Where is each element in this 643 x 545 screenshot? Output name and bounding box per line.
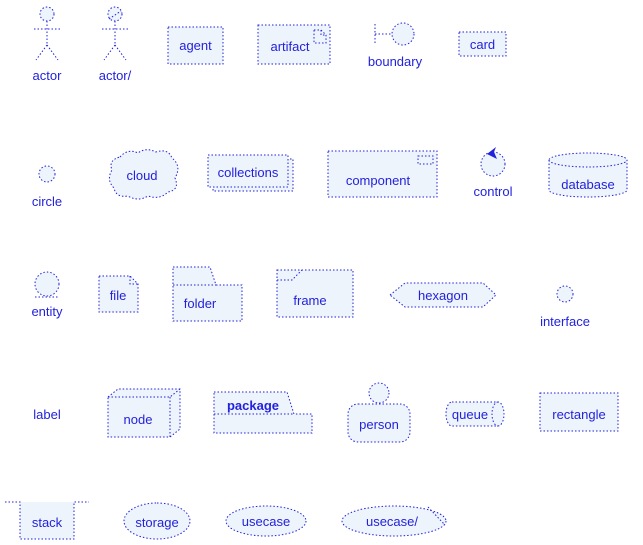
package-label: package [227,398,279,413]
stack-element: stack [5,501,89,540]
label-element: label [33,407,61,422]
usecase-business-element: usecase/ [341,505,447,537]
storage-element: storage [123,502,191,540]
node-label: node [124,412,153,427]
card-label: card [470,37,495,52]
agent-label: agent [179,38,212,53]
artifact-element: artifact [257,24,331,65]
component-element: component [327,150,438,198]
usecase-element: usecase [225,505,307,537]
hexagon-label: hexagon [418,288,468,303]
card-element: card [458,31,507,57]
folder-label: folder [184,296,217,311]
circle-element: circle [32,165,62,209]
file-label: file [110,288,127,303]
component-label: component [346,173,411,188]
collections-element: collections [207,154,294,192]
usecase-label: usecase [242,514,290,529]
cloud-label: cloud [126,168,157,183]
boundary-element: boundary [368,22,423,69]
control-label: control [473,184,512,199]
collections-label: collections [218,165,279,180]
actor-element: actor [33,6,63,83]
interface-label: interface [540,314,590,329]
label-label: label [33,407,61,422]
control-element: control [473,147,513,199]
cloud-element: cloud [108,149,179,200]
actor-business-label: actor/ [99,68,132,83]
artifact-label: artifact [270,39,309,54]
storage-label: storage [135,515,178,530]
agent-element: agent [167,26,224,65]
circle-label: circle [32,194,62,209]
queue-element: queue [445,401,505,427]
interface-element: interface [540,285,590,329]
node-element: node [107,388,181,438]
rectangle-label: rectangle [552,407,605,422]
file-element: file [98,275,139,313]
package-element: package [213,391,313,434]
entity-element: entity [31,271,63,319]
hexagon-element: hexagon [389,282,497,308]
entity-label: entity [31,304,63,319]
person-element: person [347,382,411,443]
stack-label: stack [32,515,63,530]
rectangle-element: rectangle [539,392,619,432]
usecase-business-label: usecase/ [366,514,418,529]
queue-label: queue [452,407,488,422]
folder-element: folder [172,266,243,322]
database-element: database [548,152,628,198]
frame-element: frame [276,269,354,318]
boundary-label: boundary [368,54,423,69]
frame-label: frame [293,293,326,308]
database-label: database [561,177,615,192]
actor-label: actor [33,68,63,83]
actor-business-element: actor/ [99,6,132,83]
person-label: person [359,417,399,432]
